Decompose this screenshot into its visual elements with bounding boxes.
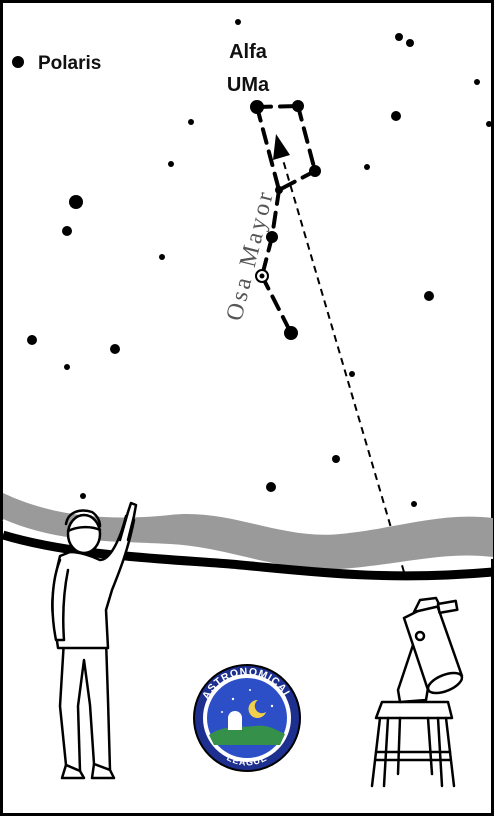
star-icon xyxy=(159,254,165,260)
astronomical-league-logo: ASTRONOMICAL LEAGUE xyxy=(194,665,300,771)
star-icon xyxy=(110,344,120,354)
star-icon xyxy=(406,39,414,47)
star-icon xyxy=(168,161,174,167)
star-icon xyxy=(395,33,403,41)
star-icon xyxy=(27,335,37,345)
star-icon xyxy=(80,493,86,499)
star-icon xyxy=(332,455,340,463)
star-icon xyxy=(474,79,480,85)
star-icon xyxy=(364,164,370,170)
star-icon xyxy=(266,482,276,492)
star-icon xyxy=(12,56,24,68)
star-icon xyxy=(292,100,304,112)
polaris-label: Polaris xyxy=(38,53,101,74)
star-icon xyxy=(411,501,417,507)
star-icon xyxy=(260,274,265,279)
star-icon xyxy=(284,326,298,340)
star-icon xyxy=(486,121,492,127)
alfa-uma-label-line2: UMa xyxy=(227,74,270,96)
star-icon xyxy=(188,119,194,125)
star-icon xyxy=(391,111,401,121)
star-icon xyxy=(309,165,321,177)
alfa-uma-label-line1: Alfa xyxy=(229,41,268,63)
star-icon xyxy=(69,195,83,209)
star-icon xyxy=(424,291,434,301)
star-icon xyxy=(250,100,264,114)
star-icon xyxy=(349,371,355,377)
star-icon xyxy=(64,364,70,370)
star-icon xyxy=(235,19,241,25)
star-icon xyxy=(62,226,72,236)
